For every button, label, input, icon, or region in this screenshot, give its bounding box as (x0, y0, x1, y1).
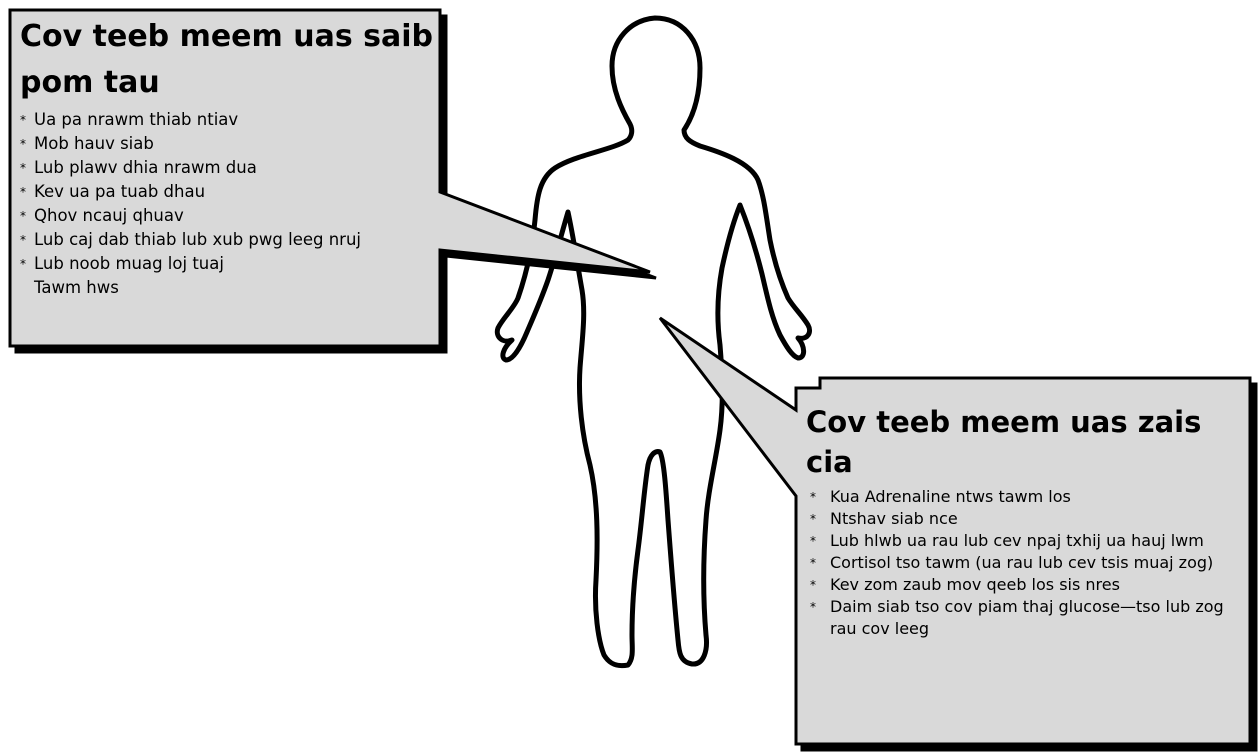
right-callout-list: *Kua Adrenaline ntws tawm los *Ntshav si… (806, 486, 1246, 640)
list-item: *Ntshav siab nce (806, 508, 1246, 530)
bullet-icon: * (20, 252, 26, 276)
left-callout-title: Cov teeb meem uas saib pom tau (20, 14, 440, 106)
list-item: *Lub hlwb ua rau lub cev npaj txhij ua h… (806, 530, 1246, 552)
bullet-icon: * (20, 204, 26, 228)
list-item: *Kua Adrenaline ntws tawm los (806, 486, 1246, 508)
bullet-icon: * (810, 574, 816, 596)
left-callout-list: *Ua pa nrawm thiab ntiav *Mob hauv siab … (20, 108, 440, 276)
list-item: *Mob hauv siab (20, 132, 440, 156)
bullet-icon: * (20, 132, 26, 156)
bullet-icon: * (810, 552, 816, 574)
human-body-outline (497, 18, 809, 666)
bullet-icon: * (20, 156, 26, 180)
right-callout: Cov teeb meem uas zais cia *Kua Adrenali… (806, 402, 1246, 640)
list-item: *Lub plawv dhia nrawm dua (20, 156, 440, 180)
bullet-icon: * (20, 108, 26, 132)
list-item: *Ua pa nrawm thiab ntiav (20, 108, 440, 132)
list-item: *Kev zom zaub mov qeeb los sis nres (806, 574, 1246, 596)
bullet-icon: * (810, 486, 816, 508)
list-item: *Kev ua pa tuab dhau (20, 180, 440, 204)
list-item: *Cortisol tso tawm (ua rau lub cev tsis … (806, 552, 1246, 574)
bullet-icon: * (810, 596, 816, 618)
list-item: *Lub caj dab thiab lub xub pwg leeg nruj (20, 228, 440, 252)
list-item: *Qhov ncauj qhuav (20, 204, 440, 228)
bullet-icon: * (20, 180, 26, 204)
left-callout: Cov teeb meem uas saib pom tau *Ua pa nr… (20, 14, 440, 300)
bullet-icon: * (810, 530, 816, 552)
bullet-icon: * (20, 228, 26, 252)
list-item: *Lub noob muag loj tuaj (20, 252, 440, 276)
list-item: *Daim siab tso cov piam thaj glucose—tso… (806, 596, 1246, 640)
bullet-icon: * (810, 508, 816, 530)
right-callout-title: Cov teeb meem uas zais cia (806, 402, 1246, 482)
left-callout-extra-item: Tawm hws (20, 276, 440, 300)
